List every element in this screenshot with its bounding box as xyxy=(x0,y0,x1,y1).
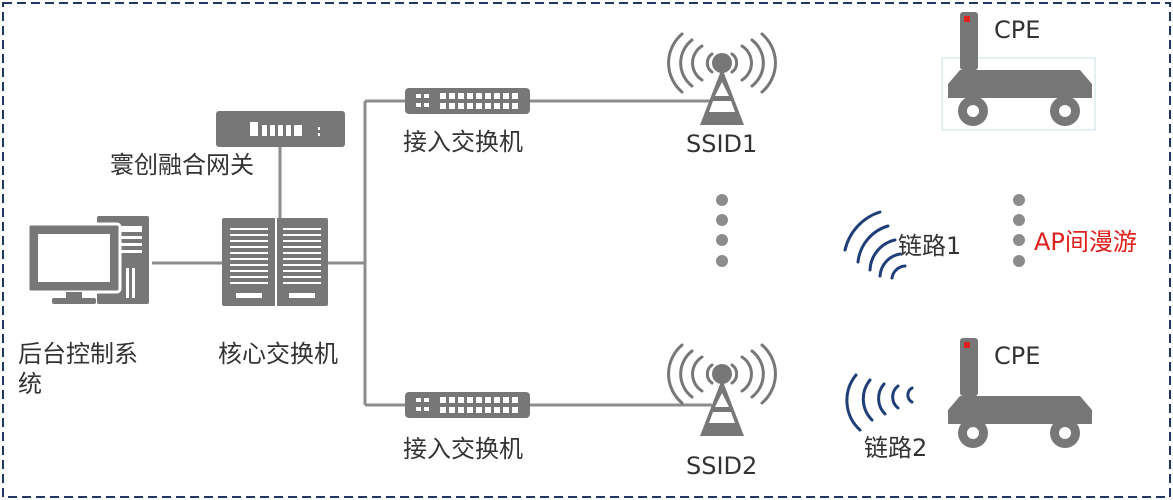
server-icon xyxy=(222,218,328,306)
wifi-wave-icon xyxy=(845,373,914,432)
ssid1-label: SSID1 xyxy=(686,130,758,158)
ellipsis-dots xyxy=(716,194,728,267)
ellipsis-dots xyxy=(1013,194,1025,267)
core-switch-label: 核心交换机 xyxy=(218,340,338,368)
antenna-tower-icon xyxy=(667,343,777,436)
backend-label-line1: 后台控制系 xyxy=(18,340,138,368)
gateway-label: 寰创融合网关 xyxy=(110,151,254,179)
switch-icon xyxy=(405,88,530,114)
backend-label-line2: 统 xyxy=(18,370,42,398)
access-switch-label-1: 接入交换机 xyxy=(403,128,523,156)
antenna-tower-icon xyxy=(667,32,777,125)
cpe-label-1: CPE xyxy=(994,16,1041,44)
connection-lines xyxy=(152,99,712,407)
agv-cpe-icon xyxy=(941,12,1096,131)
link1-label: 链路1 xyxy=(898,232,962,260)
switch-icon xyxy=(405,392,530,418)
agv-cpe-icon xyxy=(948,338,1092,448)
cpe-label-2: CPE xyxy=(994,342,1041,370)
link2-label: 链路2 xyxy=(864,434,928,462)
wifi-wave-icon xyxy=(843,210,907,280)
roaming-label: AP间漫游 xyxy=(1034,228,1137,256)
computer-icon xyxy=(26,216,149,304)
ssid2-label: SSID2 xyxy=(686,452,758,480)
gateway-icon xyxy=(216,111,345,147)
access-switch-label-2: 接入交换机 xyxy=(403,435,523,463)
